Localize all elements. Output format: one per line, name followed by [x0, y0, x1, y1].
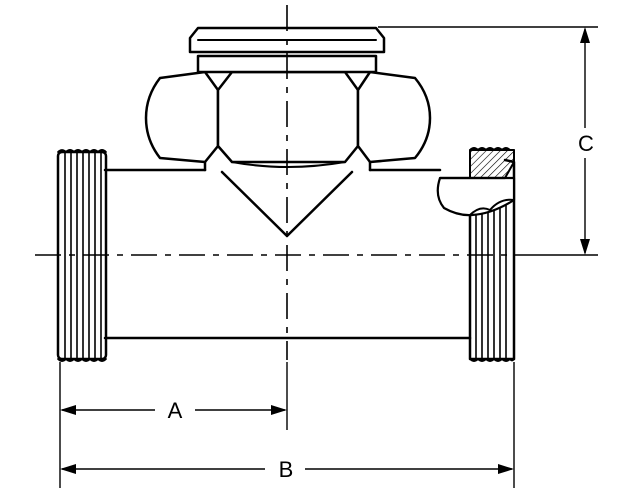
hex-nut — [144, 66, 432, 168]
dimension-b-label: B — [279, 457, 294, 482]
dimension-arrows — [60, 27, 590, 474]
centerlines — [35, 5, 540, 360]
right-threaded-end — [436, 147, 516, 362]
dimension-lines — [59, 26, 598, 488]
dimension-c-label: C — [578, 131, 594, 156]
dimension-a-label: A — [168, 398, 183, 423]
